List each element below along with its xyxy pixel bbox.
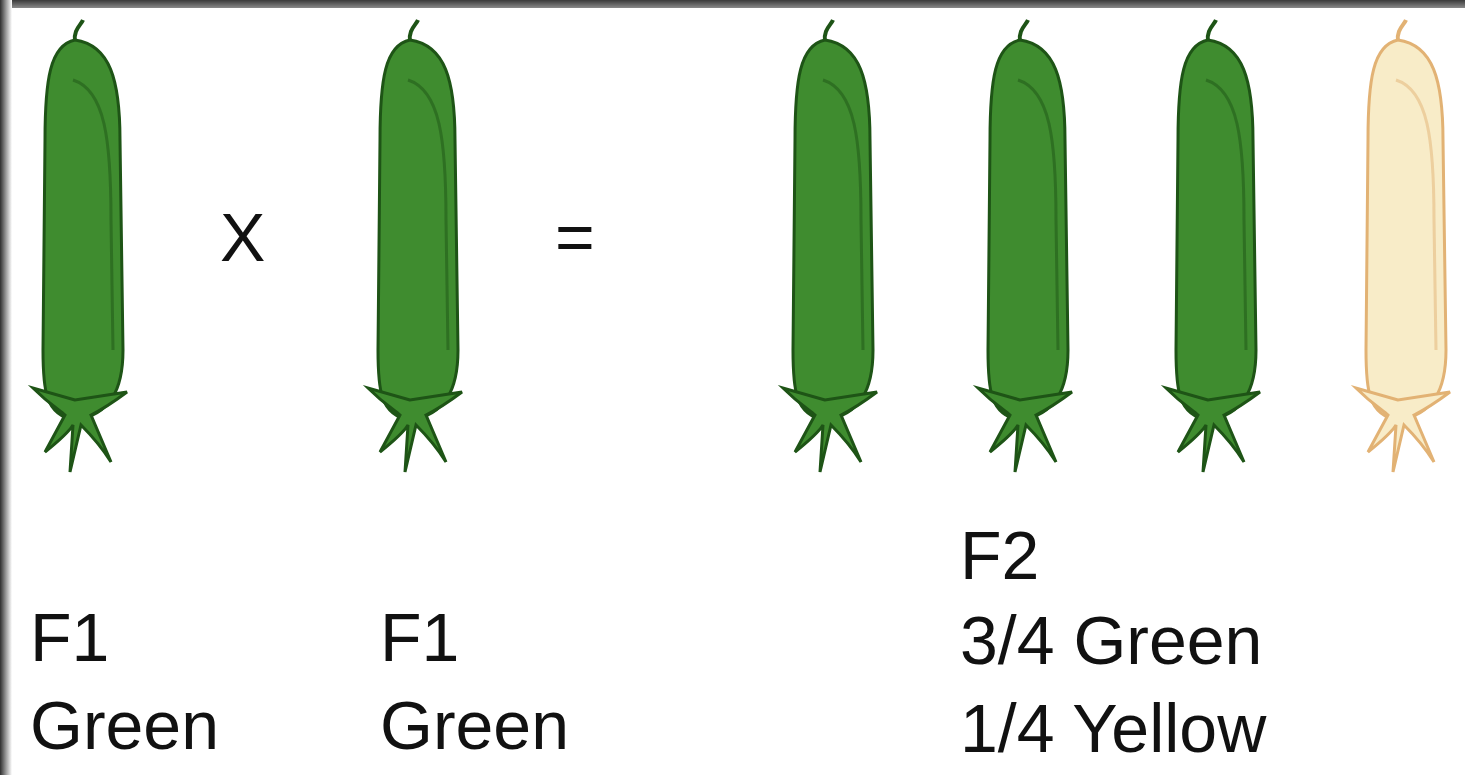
- generation-label: F1: [380, 603, 459, 671]
- phenotype-label: Green: [380, 691, 569, 759]
- phenotype-label: Green: [30, 691, 219, 759]
- green-pod: [783, 20, 877, 472]
- green-pod: [368, 20, 462, 472]
- green-pod: [978, 20, 1072, 472]
- slide-frame: [0, 0, 12, 775]
- green-pod: [1166, 20, 1260, 472]
- ratio-label: 3/4 Green: [960, 606, 1262, 674]
- cross-sign: X: [220, 203, 265, 271]
- green-pod: [33, 20, 127, 472]
- generation-label: F2: [960, 521, 1039, 589]
- generation-label: F1: [30, 603, 109, 671]
- slide-frame: [0, 0, 1465, 8]
- yellow-pod: [1356, 20, 1450, 472]
- equals-sign: =: [555, 203, 595, 271]
- ratio-label: 1/4 Yellow: [960, 694, 1266, 762]
